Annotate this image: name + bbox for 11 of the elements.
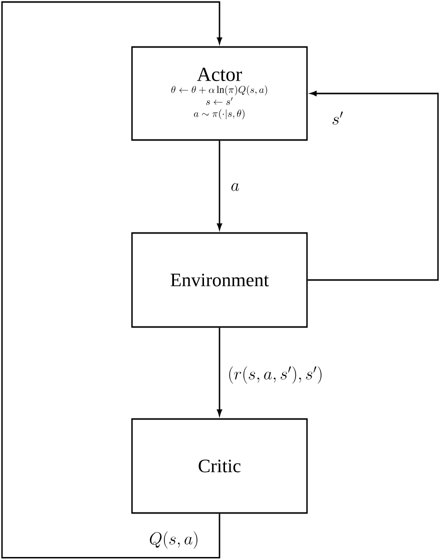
edge-label: $(r(s,a,s'),s')$ — [229, 366, 322, 384]
edge-label: $s'$ — [332, 112, 343, 125]
process-box: Environment — [131, 232, 308, 328]
edge-label: $Q(s,a)$ — [150, 531, 198, 549]
arrow — [216, 140, 222, 230]
edge-label: $a$ — [231, 183, 240, 191]
process-box: Actor $\theta \leftarrow \theta + \alpha \ln(\pi) Q(s,a)$ $s \leftarrow s'$ $a \sim \pi(\cdot | s, \theta)$ — [131, 46, 308, 141]
process-box: Critic — [131, 418, 308, 514]
arrow — [308, 90, 439, 281]
arrow — [1, 1, 222, 558]
arrow — [216, 328, 222, 416]
